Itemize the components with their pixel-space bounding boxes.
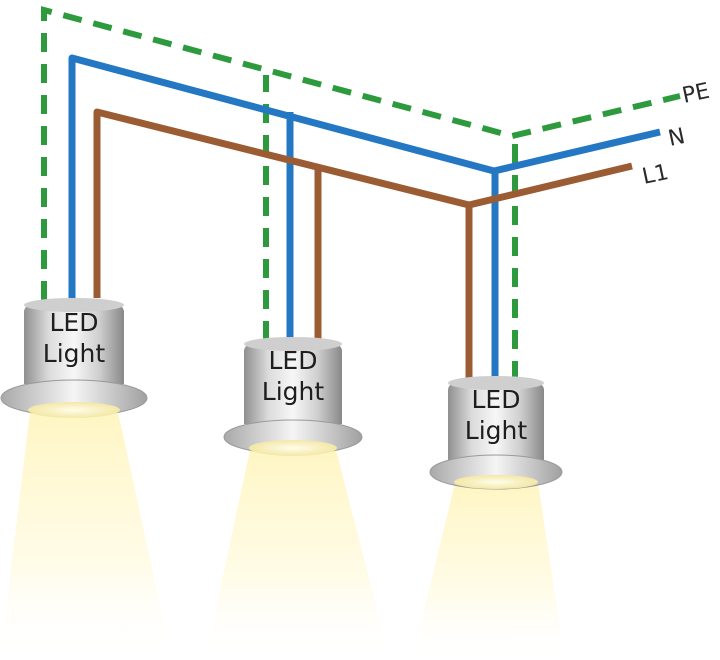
pe-label: PE xyxy=(680,79,712,109)
lamp-lens xyxy=(28,402,120,418)
lamp-label-line2: Light xyxy=(262,377,325,406)
lamp-lens xyxy=(454,475,538,489)
lamp-top xyxy=(24,298,124,312)
lamp-body xyxy=(244,338,342,424)
lamp-label-line1: LED xyxy=(472,385,521,414)
lamp-label-line1: LED xyxy=(269,346,318,375)
led-light-2: LED Light xyxy=(223,337,363,456)
light-beam-1 xyxy=(0,412,172,660)
wire-labels: PE N L1 xyxy=(640,79,712,190)
light-beams xyxy=(0,412,565,660)
light-beam-2 xyxy=(205,450,390,660)
lamp-body xyxy=(448,377,544,460)
l1-label: L1 xyxy=(640,160,671,190)
lamp-top xyxy=(448,376,544,390)
light-beam-3 xyxy=(412,483,565,660)
lamp-body xyxy=(24,298,124,384)
n-label: N xyxy=(666,124,687,152)
led-light-3: LED Light xyxy=(429,376,563,490)
lamp-label-line2: Light xyxy=(465,416,528,445)
led-light-1: LED Light xyxy=(0,298,148,418)
pe-wire xyxy=(41,6,681,380)
l1-wire xyxy=(93,108,633,380)
lamp-label-line1: LED xyxy=(50,308,99,337)
n-wire xyxy=(68,54,661,380)
lamp-top xyxy=(244,337,342,351)
lamp-label-line2: Light xyxy=(43,339,106,368)
lamp-lens xyxy=(249,440,337,456)
